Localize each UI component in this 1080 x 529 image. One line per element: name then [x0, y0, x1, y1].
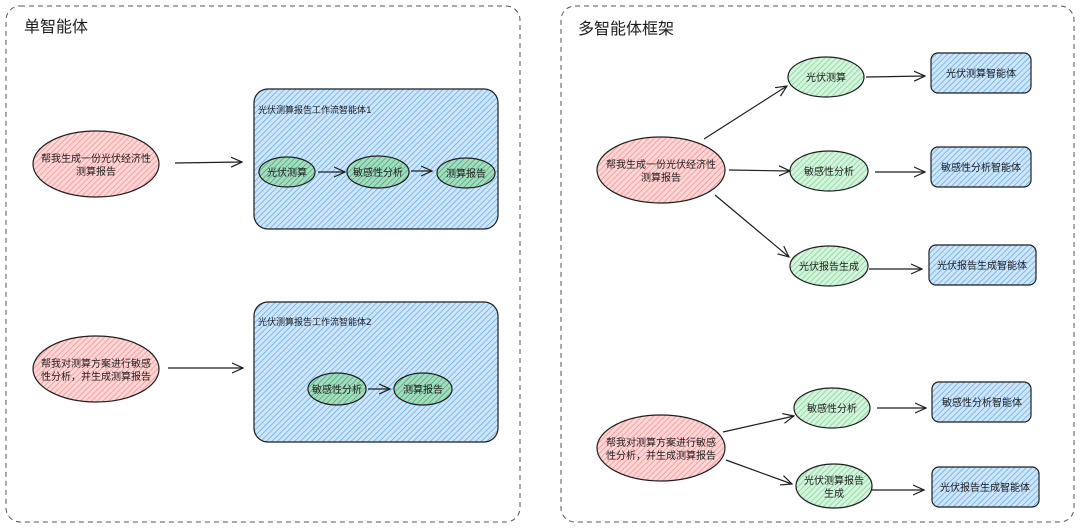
request-to-task-arrow — [714, 194, 789, 257]
request-to-task-arrow — [703, 86, 787, 140]
agent-node[interactable] — [928, 244, 1037, 286]
workflow-step-node[interactable] — [436, 157, 496, 189]
single-scenario-1: 帮我生成一份光伏经济性 测算报告 光伏测算报告工作流智能体1 光伏测算 敏感性分… — [32, 88, 499, 230]
agent-label: 光伏报告生成智能体 — [937, 259, 1027, 272]
agent-node[interactable] — [931, 381, 1032, 423]
agent-label: 敏感性分析智能体 — [942, 396, 1022, 409]
agent-label: 敏感性分析智能体 — [941, 161, 1021, 174]
task-node[interactable] — [793, 387, 871, 429]
request-node[interactable] — [32, 335, 160, 403]
request-to-task-arrow — [725, 459, 792, 484]
task-label-line2: 生成 — [824, 487, 844, 500]
workflow-agent-title: 光伏测算报告工作流智能体2 — [258, 316, 372, 328]
workflow-agent-container[interactable] — [253, 301, 499, 443]
workflow-step-label: 敏感性分析 — [353, 166, 403, 179]
workflow-step-node[interactable] — [258, 156, 316, 188]
single-agent-title: 单智能体 — [24, 17, 88, 36]
request-text-line1: 帮我生成一份光伏经济性 — [41, 152, 151, 165]
agent-node[interactable] — [930, 52, 1032, 94]
task-label: 光伏测算 — [806, 71, 846, 84]
task-to-agent-arrow — [865, 76, 925, 77]
single-scenario-2: 帮我对测算方案进行敏感 性分析，并生成测算报告 光伏测算报告工作流智能体2 敏感… — [32, 301, 499, 443]
request-text-line2: 测算报告 — [641, 171, 681, 184]
agent-node[interactable] — [930, 146, 1032, 188]
workflow-step-node[interactable] — [346, 155, 410, 189]
request-node[interactable] — [596, 136, 726, 204]
workflow-step-node[interactable] — [307, 372, 367, 406]
multi-agent-frame: 多智能体框架 帮我生成一份光伏经济性 测算报告 光伏测算 光伏测算智能体 敏感性… — [560, 5, 1075, 523]
request-text-line2: 测算报告 — [76, 165, 116, 178]
task-label: 敏感性分析 — [804, 165, 854, 178]
request-text-line2: 性分析，并生成测算报告 — [606, 449, 716, 462]
workflow-step-label: 测算报告 — [403, 383, 443, 396]
request-to-workflow-arrow — [174, 162, 242, 163]
single-agent-frame: 单智能体 帮我生成一份光伏经济性 测算报告 光伏测算报告工作流智能体1 光伏测算… — [5, 5, 521, 523]
request-text-line1: 帮我对测算方案进行敏感 — [606, 436, 716, 449]
agent-label: 光伏测算智能体 — [946, 67, 1016, 80]
single-agent-border — [5, 5, 521, 523]
task-label: 敏感性分析 — [807, 402, 857, 415]
task-node[interactable] — [795, 463, 873, 509]
request-to-task-arrow — [728, 170, 790, 171]
workflow-step-label: 光伏测算 — [267, 166, 307, 179]
workflow-step-node[interactable] — [393, 372, 453, 406]
request-to-task-arrow — [722, 416, 794, 433]
workflow-agent-title: 光伏测算报告工作流智能体1 — [258, 104, 372, 116]
request-node[interactable] — [596, 414, 726, 482]
multi-scenario-2: 帮我对测算方案进行敏感 性分析，并生成测算报告 敏感性分析 敏感性分析智能体 光… — [596, 381, 1040, 509]
multi-agent-border — [560, 5, 1075, 523]
request-node[interactable] — [32, 130, 160, 198]
task-label: 光伏报告生成 — [799, 260, 859, 273]
workflow-step-label: 测算报告 — [446, 167, 486, 180]
task-node[interactable] — [789, 245, 869, 287]
task-label-line1: 光伏测算报告 — [804, 474, 864, 487]
agent-node[interactable] — [931, 466, 1040, 508]
task-node[interactable] — [787, 56, 865, 98]
multi-agent-title: 多智能体框架 — [578, 19, 674, 38]
workflow-step-label: 敏感性分析 — [312, 383, 362, 396]
agent-label: 光伏报告生成智能体 — [940, 481, 1030, 494]
multi-scenario-1: 帮我生成一份光伏经济性 测算报告 光伏测算 光伏测算智能体 敏感性分析 敏感性分… — [596, 52, 1037, 287]
request-text-line1: 帮我生成一份光伏经济性 — [606, 158, 716, 171]
task-node[interactable] — [789, 150, 869, 192]
request-text-line2: 性分析，并生成测算报告 — [41, 370, 151, 383]
request-text-line1: 帮我对测算方案进行敏感 — [41, 357, 151, 370]
